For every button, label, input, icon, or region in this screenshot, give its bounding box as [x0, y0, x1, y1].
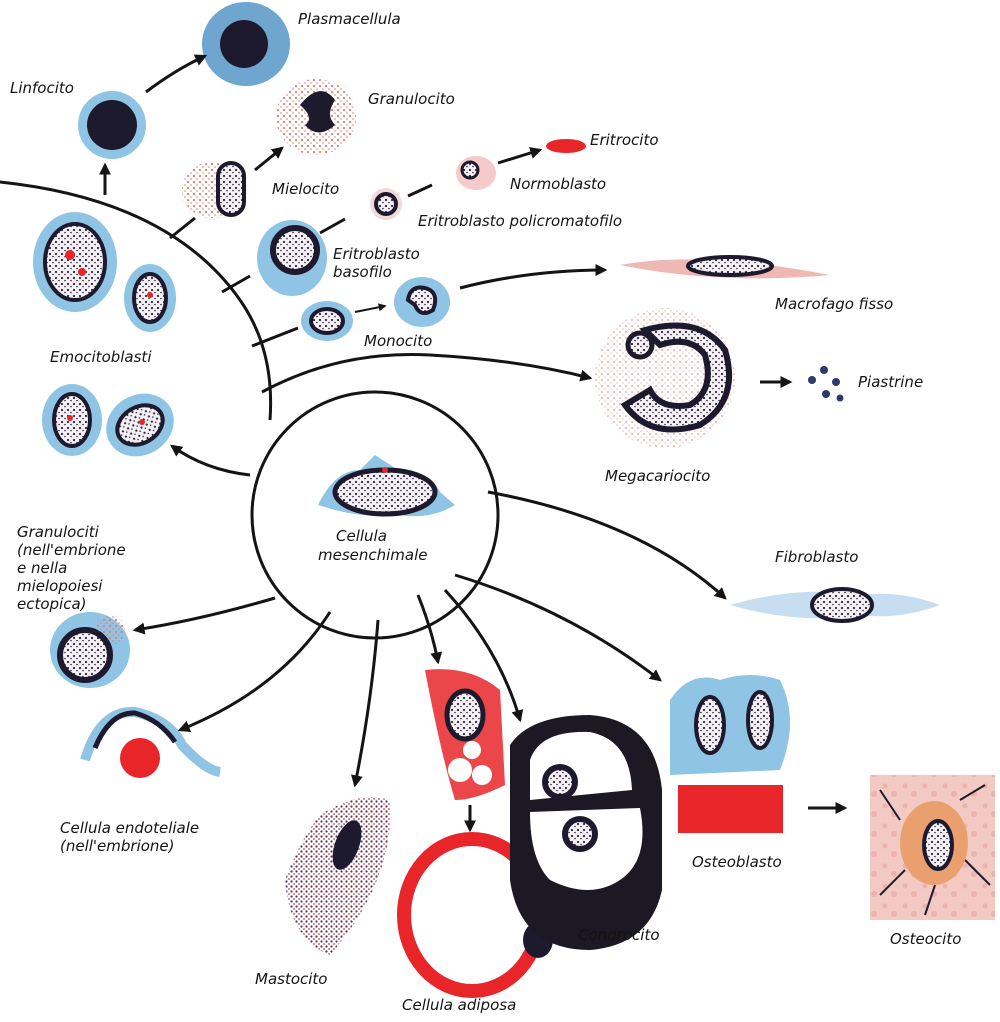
monocyte-small	[301, 301, 353, 341]
label-mastocito: Mastocito	[255, 970, 327, 988]
arrow-myelocyte-to-granulocyte	[254, 146, 284, 172]
arrow-to-hemocytoblasts	[170, 444, 251, 477]
normoblast	[456, 156, 496, 190]
arrow-to-macrophage	[459, 264, 608, 290]
hemocytoblast-arc	[0, 180, 273, 421]
label-osteoblasto: Osteoblasto	[692, 853, 782, 871]
mesenchymal-cell-group	[250, 390, 500, 640]
line-arc-to-myelocyte	[169, 216, 196, 240]
granulocyte	[276, 79, 356, 155]
arrow-to-osteoblast	[454, 573, 662, 682]
label-cellula-endoteliale-2: (nell'embrione)	[60, 837, 175, 855]
arrow-to-endothelial	[177, 611, 332, 733]
label-emocitoblasti: Emocitoblasti	[50, 348, 152, 366]
line-arc-to-monocyte	[251, 326, 299, 348]
myelocyte	[182, 161, 246, 218]
plasma-cell	[202, 2, 290, 86]
label-plasmacellula: Plasmacellula	[298, 10, 401, 28]
hemocytoblasts	[33, 212, 176, 457]
label-linfocito: Linfocito	[10, 79, 74, 97]
osteoblast	[670, 675, 790, 833]
monocyte	[394, 277, 450, 327]
label-granulocito: Granulocito	[368, 90, 455, 108]
label-normoblasto: Normoblasto	[510, 175, 606, 193]
label-granulociti-2: (nell'embrione	[17, 541, 126, 559]
arrow-to-fibroblast	[487, 490, 727, 600]
label-cellula-mesenchimale-2: mesenchimale	[318, 546, 428, 564]
fibroblast	[730, 587, 940, 623]
arrow-to-mast-cell	[350, 619, 380, 788]
arrow-to-granulocyte-embryo	[132, 596, 276, 635]
label-eritroblasto-basofilo-2: basofilo	[333, 263, 392, 281]
arrow-to-chondrocyte	[443, 588, 524, 723]
granulocyte-embryo	[50, 612, 130, 688]
label-granulociti-5: ectopica)	[17, 595, 87, 613]
label-granulociti-1: Granulociti	[17, 523, 100, 541]
mesenchymal-nucleus	[332, 467, 438, 517]
erythrocyte	[546, 139, 586, 153]
label-mielocito: Mielocito	[272, 180, 339, 198]
lymphocyte	[78, 91, 146, 159]
label-condrocito: Condrocito	[578, 926, 660, 944]
label-eritroblasto-policromatofilo: Eritroblasto policromatofilo	[418, 212, 622, 230]
label-granulociti-3: e nella	[17, 559, 67, 577]
label-eritrocito: Eritrocito	[590, 131, 659, 149]
platelets	[808, 366, 844, 402]
arrow-to-preadipocyte	[416, 594, 443, 665]
chondrocyte	[510, 715, 662, 950]
label-monocito: Monocito	[364, 332, 432, 350]
erythroblast-polychromatophil	[370, 188, 402, 220]
dashed-erythroid-line	[221, 150, 540, 294]
arrow-lymphocyte-to-plasma	[145, 54, 208, 94]
arrow-to-megakaryocyte	[261, 353, 593, 394]
label-granulociti-4: mielopoiesi	[17, 577, 103, 595]
macrophage-fixed	[620, 255, 830, 279]
mast-cell	[285, 797, 391, 955]
label-megacariocito: Megacariocito	[605, 467, 710, 485]
label-osteocito: Osteocito	[890, 930, 961, 948]
endothelial-cell	[80, 706, 222, 778]
preadipocyte	[425, 669, 505, 800]
label-cellula-endoteliale-1: Cellula endoteliale	[60, 819, 199, 837]
label-macrofago-fisso: Macrofago fisso	[775, 295, 893, 313]
label-cellula-mesenchimale-1: Cellula	[336, 527, 387, 545]
label-cellula-adiposa: Cellula adiposa	[402, 996, 516, 1014]
label-piastrine: Piastrine	[858, 373, 923, 391]
label-eritroblasto-basofilo-1: Eritroblasto	[333, 245, 420, 263]
label-fibroblasto: Fibroblasto	[775, 548, 858, 566]
arrow-monocyte	[354, 303, 387, 313]
osteocyte	[870, 775, 995, 920]
erythroblast-basophil	[257, 220, 327, 296]
megakaryocyte	[595, 308, 735, 448]
